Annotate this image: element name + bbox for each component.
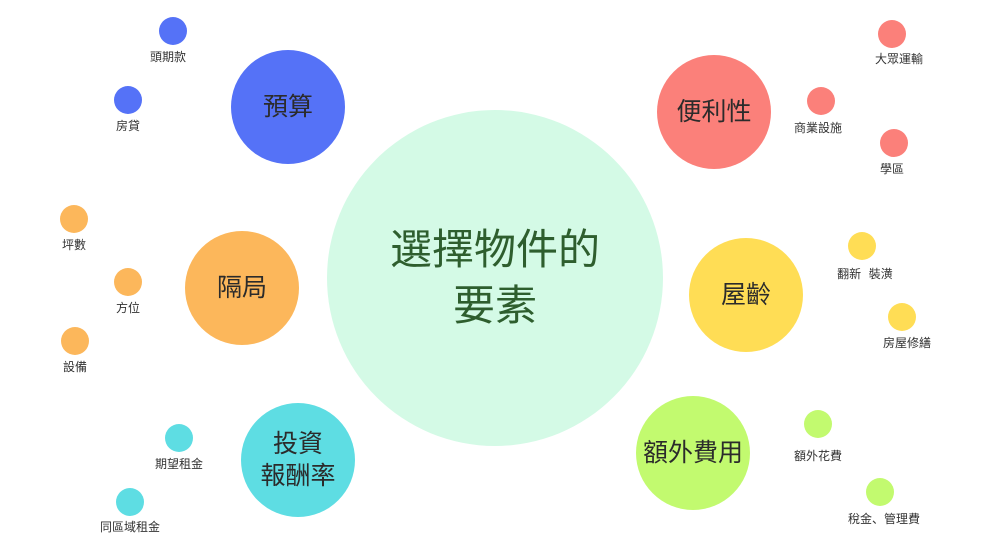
- center-label-line2: 要素: [452, 281, 537, 330]
- category-label-convenience: 便利性: [659, 96, 769, 128]
- category-label-extra-costs: 額外費用: [638, 437, 748, 469]
- category-label-line1: 便利性: [676, 97, 752, 126]
- category-node-layout: 隔局: [185, 231, 299, 345]
- leaf-label-tax-management-fee: 稅金、管理費: [847, 512, 921, 526]
- leaf-dot-tax-management-fee: [866, 478, 894, 506]
- category-label-line1: 隔局: [216, 273, 267, 302]
- leaf-dot-renovation: [848, 232, 876, 260]
- leaf-label-house-repair: 房屋修繕: [882, 336, 932, 350]
- center-node-label: 選擇物件的 要素: [365, 222, 625, 334]
- leaf-label-school-district: 學區: [879, 162, 905, 176]
- leaf-label-mortgage: 房貸: [115, 119, 141, 133]
- leaf-label-area-rent: 同區域租金: [99, 520, 161, 534]
- leaf-dot-floor-area: [60, 205, 88, 233]
- category-label-layout: 隔局: [187, 272, 297, 304]
- leaf-label-orientation: 方位: [115, 301, 141, 315]
- category-label-budget: 預算: [233, 91, 343, 123]
- leaf-label-public-transport: 大眾運輸: [874, 52, 924, 66]
- leaf-dot-public-transport: [878, 20, 906, 48]
- center-node: 選擇物件的 要素: [327, 110, 663, 446]
- category-label-line1: 預算: [262, 92, 313, 121]
- leaf-dot-down-payment: [159, 17, 187, 45]
- leaf-label-equipment: 設備: [62, 360, 88, 374]
- leaf-dot-equipment: [61, 327, 89, 355]
- center-label-line1: 選擇物件的: [389, 225, 600, 274]
- leaf-dot-expected-rent: [165, 424, 193, 452]
- leaf-label-extra-spending: 額外花費: [793, 449, 843, 463]
- category-node-convenience: 便利性: [657, 55, 771, 169]
- category-label-line1: 投資: [272, 429, 323, 458]
- leaf-label-floor-area: 坪數: [61, 238, 87, 252]
- leaf-label-down-payment: 頭期款: [149, 50, 187, 64]
- leaf-dot-school-district: [880, 129, 908, 157]
- leaf-dot-mortgage: [114, 86, 142, 114]
- category-label-line2: 報酬率: [260, 461, 336, 490]
- category-node-budget: 預算: [231, 50, 345, 164]
- category-label-house-age: 屋齡: [691, 279, 801, 311]
- category-node-house-age: 屋齡: [689, 238, 803, 352]
- leaf-label-renovation: 翻新 裝潢: [837, 267, 893, 281]
- leaf-dot-orientation: [114, 268, 142, 296]
- leaf-label-commercial-facilities: 商業設施: [793, 121, 843, 135]
- leaf-dot-commercial-facilities: [807, 87, 835, 115]
- category-label-line1: 屋齡: [720, 280, 771, 309]
- leaf-label-expected-rent: 期望租金: [154, 457, 204, 471]
- leaf-dot-extra-spending: [804, 410, 832, 438]
- category-node-extra-costs: 額外費用: [636, 396, 750, 510]
- category-label-roi: 投資 報酬率: [243, 428, 353, 492]
- category-node-roi: 投資 報酬率: [241, 403, 355, 517]
- leaf-dot-house-repair: [888, 303, 916, 331]
- leaf-dot-area-rent: [116, 488, 144, 516]
- category-label-line1: 額外費用: [642, 438, 743, 467]
